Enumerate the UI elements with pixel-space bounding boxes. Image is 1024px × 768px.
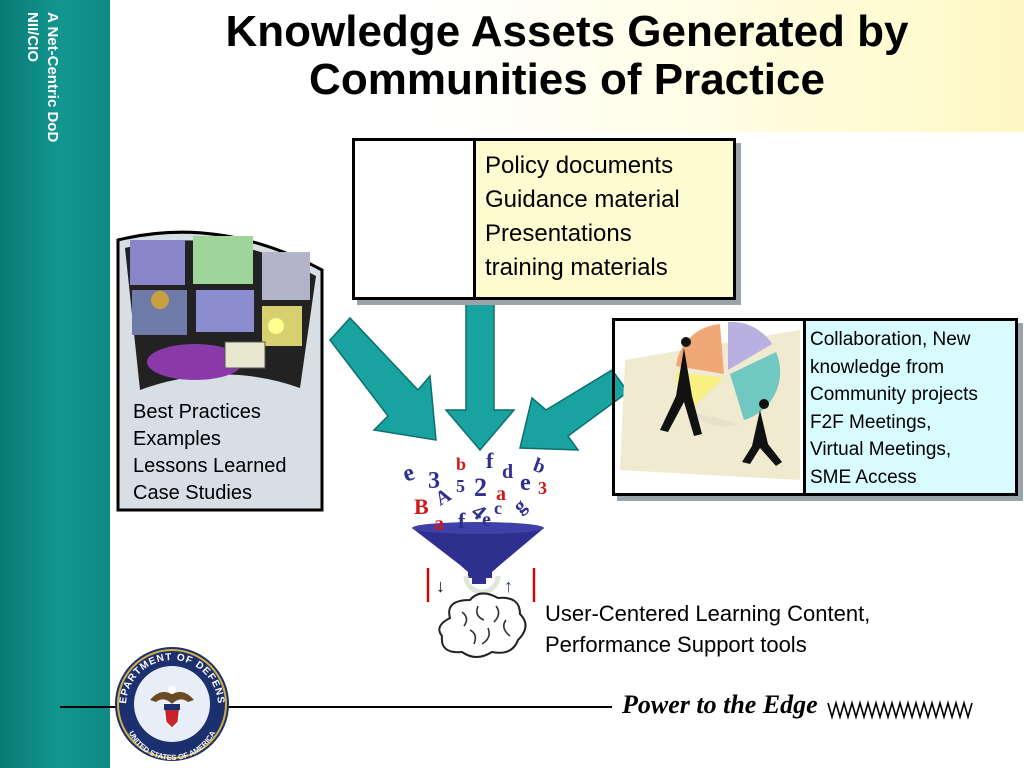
control-room-illustration [116, 230, 324, 512]
funnel-letter: 2 [474, 473, 487, 502]
funnel-letter: g [509, 495, 531, 518]
title-line-1: Knowledge Assets Generated by [225, 7, 909, 56]
funnel-letter: a [496, 483, 506, 505]
arrow-from-top [444, 299, 516, 452]
funnel-letter: b [530, 454, 548, 478]
pie-chart-people-illustration [620, 321, 800, 480]
funnel-letter: B [414, 494, 429, 519]
output-line-1: User-Centered Learning Content, [545, 601, 871, 626]
arrow-from-left [329, 316, 437, 441]
collaboration-box: Collaboration, New knowledge from Commun… [612, 318, 1018, 496]
funnel-letter: 3 [538, 478, 547, 498]
motto-squiggle [827, 700, 973, 720]
documents-text: Policy documents Guidance material Prese… [485, 149, 680, 285]
collaboration-line-1: Collaboration, New [810, 329, 971, 350]
funnel-letter: e [520, 470, 531, 496]
funnel-illustration: ↓ ↑ [412, 522, 544, 602]
funnel-letter: d [502, 461, 513, 483]
documents-line-3: Presentations [485, 220, 632, 247]
funnel-letter: e [482, 509, 491, 531]
collaboration-line-3: Community projects [810, 384, 978, 405]
collaboration-box-divider [803, 321, 806, 493]
best-practices-line-1: Best Practices [133, 401, 261, 423]
brain-icon [438, 592, 527, 658]
documents-box: Policy documents Guidance material Prese… [352, 138, 736, 300]
sidebar: A Net-Centric DoD NII/CIO [0, 0, 110, 768]
collaboration-line-4: F2F Meetings, [810, 411, 932, 433]
page-title: Knowledge Assets Generated by Communitie… [110, 8, 1024, 104]
title-band [110, 0, 1024, 132]
best-practices-line-3: Lessons Learned [133, 455, 287, 477]
collaboration-text: Collaboration, New knowledge from Commun… [810, 326, 978, 491]
documents-text-panel [476, 141, 733, 297]
arrow-from-right [519, 369, 630, 451]
funnel-letter: c [494, 498, 502, 518]
sidebar-text: A Net-Centric DoD NII/CIO [24, 12, 61, 143]
best-practices-line-4: Case Studies [133, 482, 252, 504]
funnel-letter: f [486, 448, 494, 473]
svg-text:↓: ↓ [436, 576, 445, 596]
documents-line-2: Guidance material [485, 186, 680, 213]
documents-line-4: training materials [485, 254, 668, 281]
funnel-letter: a [434, 513, 444, 535]
collaboration-line-6: SME Access [810, 466, 917, 488]
documents-line-1: Policy documents [485, 152, 674, 179]
funnel-letter: 3 [428, 468, 440, 494]
best-practices-line-2: Examples [133, 428, 221, 450]
collaboration-text-panel [806, 321, 1015, 493]
svg-text:↑: ↑ [504, 576, 513, 596]
motto-text: Power to the Edge [622, 690, 818, 719]
collaboration-line-2: knowledge from [810, 356, 945, 378]
best-practices-text: Best Practices Examples Lessons Learned … [133, 399, 286, 507]
title-line-2: Communities of Practice [309, 55, 825, 104]
documents-box-divider [473, 141, 476, 297]
funnel-letter: f [458, 508, 466, 533]
output-caption: User-Centered Learning Content, Performa… [545, 598, 870, 660]
collaboration-line-5: Virtual Meetings, [810, 439, 952, 460]
output-line-2: Performance Support tools [545, 632, 807, 657]
funnel-letter: b [456, 454, 466, 474]
funnel-letter: e [399, 459, 418, 487]
funnel-letter: 5 [456, 476, 465, 496]
